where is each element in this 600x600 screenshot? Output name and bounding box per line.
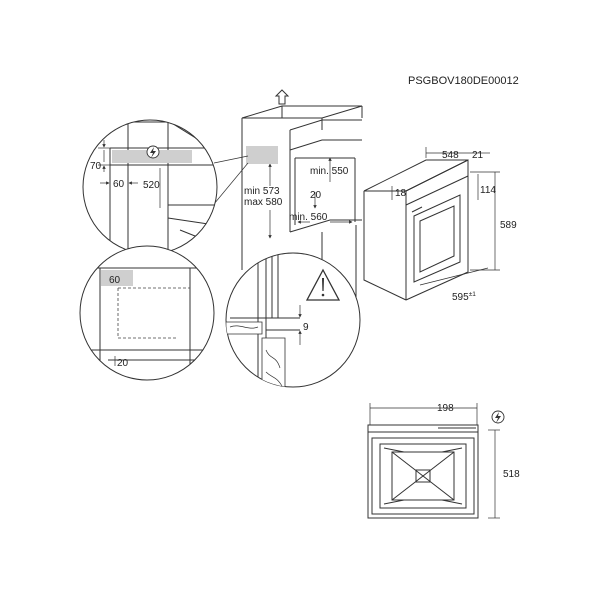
dim-548: 548 [442, 150, 459, 161]
dim-21: 21 [472, 150, 484, 161]
dim-9: 9 [303, 322, 309, 333]
detail-circle-top [82, 119, 218, 255]
power-connection-icon [146, 145, 160, 159]
dim-60-b: 60 [109, 275, 121, 286]
detail-circle-bottom [79, 245, 215, 381]
up-arrow-icon [274, 89, 290, 105]
dim-595-value: 595 [452, 292, 469, 303]
dim-min-573: min 573 [244, 186, 280, 197]
dim-min-560: min. 560 [289, 212, 328, 223]
dim-198: 198 [437, 403, 454, 414]
dim-595-tolerance: ±1 [469, 291, 477, 298]
dim-114: 114 [480, 185, 496, 196]
dim-518: 518 [503, 469, 520, 480]
dim-18: 18 [395, 188, 407, 199]
dim-595: 595±1 [452, 291, 476, 303]
warning-triangle-icon [305, 268, 341, 301]
detail-circle-wall [225, 252, 361, 388]
dim-max-580: max 580 [244, 197, 283, 208]
power-connection-icon-back [491, 410, 505, 424]
dim-min-550: min. 550 [310, 166, 349, 177]
product-code: PSGBOV180DE00012 [408, 75, 519, 87]
dim-60: 60 [113, 179, 125, 190]
dim-589: 589 [500, 220, 517, 231]
dim-20: 20 [310, 190, 322, 201]
oven-drawing [363, 147, 500, 301]
dim-520: 520 [143, 180, 160, 191]
cabinet-drawing [213, 89, 363, 340]
dim-70: 70 [90, 161, 102, 172]
oven-back-view [367, 403, 505, 519]
dim-20-b: 20 [117, 358, 129, 369]
